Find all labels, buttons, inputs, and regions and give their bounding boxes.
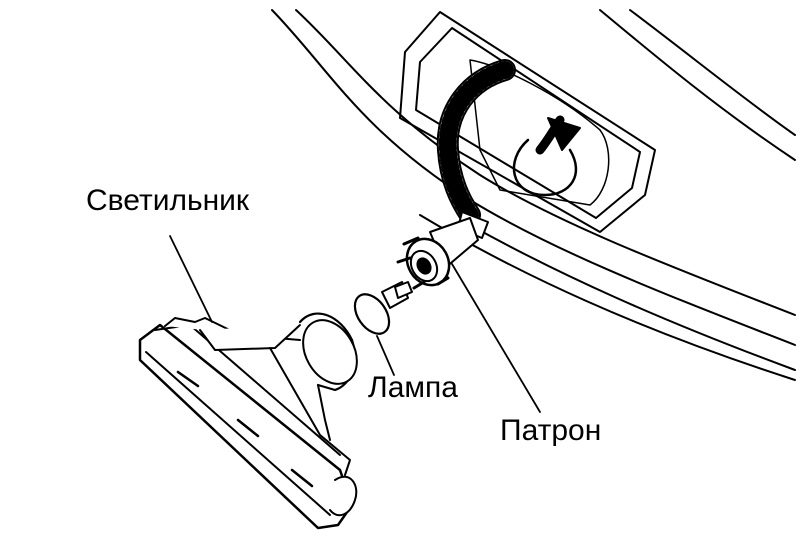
label-socket: Патрон [500, 414, 602, 447]
leader-line-socket [451, 263, 541, 413]
bulb [353, 281, 413, 335]
lamp-housing [138, 312, 358, 530]
rotation-arrow-icon [512, 115, 581, 197]
wiring-harness [436, 59, 516, 226]
socket [396, 211, 489, 290]
mounting-opening [399, 11, 656, 233]
leader-line-lamp-housing [169, 235, 213, 323]
label-bulb: Лампа [368, 371, 458, 404]
leader-lines [169, 235, 541, 413]
leader-line-bulb [376, 335, 395, 376]
label-lamp-housing: Светильник [86, 184, 250, 217]
